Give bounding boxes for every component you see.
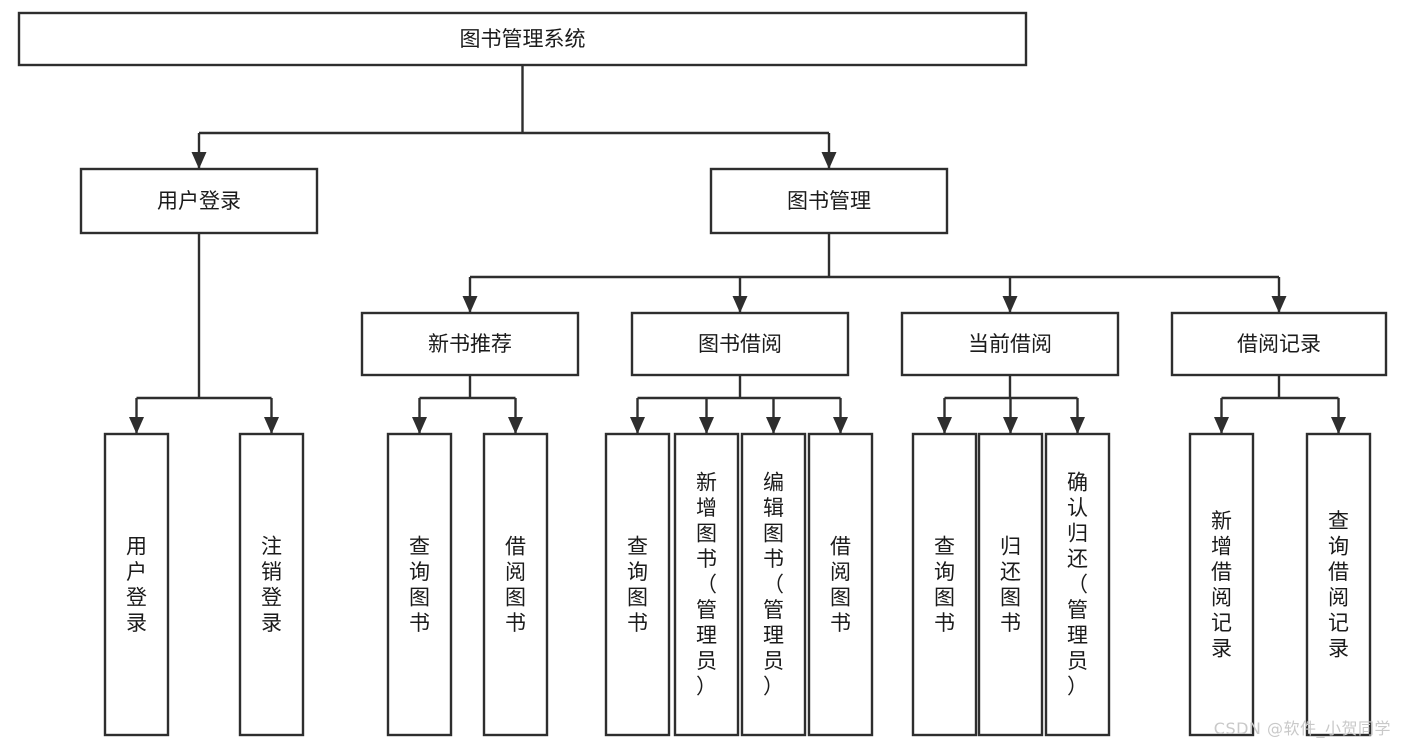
node-label: 注销登录 bbox=[261, 534, 282, 635]
node-book-borrow[interactable]: 图书借阅 bbox=[630, 311, 850, 377]
edge-group-book-manage bbox=[462, 233, 1287, 313]
node-user-login[interactable]: 用户登录 bbox=[79, 167, 319, 235]
node-leaf-return-book[interactable]: 归还图书 bbox=[977, 432, 1044, 737]
edge-group-book-borrow bbox=[630, 375, 848, 434]
node-box bbox=[740, 432, 807, 737]
arrow-head-icon bbox=[1003, 417, 1018, 434]
arrow-head-icon bbox=[821, 152, 837, 169]
node-box bbox=[977, 432, 1044, 737]
arrow-head-icon bbox=[1214, 417, 1229, 434]
node-root[interactable]: 图书管理系统 bbox=[17, 11, 1028, 67]
node-label: 借阅图书 bbox=[505, 534, 526, 635]
node-box bbox=[900, 311, 1120, 377]
node-label: 图书借阅 bbox=[698, 332, 782, 356]
node-leaf-user-login[interactable]: 用户登录 bbox=[103, 432, 170, 737]
arrow-head-icon bbox=[191, 152, 207, 169]
node-box bbox=[807, 432, 874, 737]
node-current-borrow[interactable]: 当前借阅 bbox=[900, 311, 1120, 377]
node-box bbox=[1170, 311, 1388, 377]
edge-group-new-book-recommend bbox=[412, 375, 523, 434]
node-label: 新增借阅记录 bbox=[1211, 509, 1232, 661]
node-label: 编辑图书（管理员） bbox=[763, 471, 784, 699]
node-label: 查询图书 bbox=[934, 534, 955, 635]
node-box bbox=[709, 167, 949, 235]
connector-layer bbox=[129, 65, 1346, 434]
node-box bbox=[1044, 432, 1111, 737]
node-borrow-record[interactable]: 借阅记录 bbox=[1170, 311, 1388, 377]
node-new-book-recommend[interactable]: 新书推荐 bbox=[360, 311, 580, 377]
edge-group-current-borrow bbox=[937, 375, 1085, 434]
arrow-head-icon bbox=[833, 417, 848, 434]
node-leaf-confirm-return[interactable]: 确认归还（管理员） bbox=[1044, 432, 1111, 737]
arrow-head-icon bbox=[630, 417, 645, 434]
node-label: 借阅图书 bbox=[830, 534, 851, 635]
edge-group-borrow-record bbox=[1214, 375, 1346, 434]
node-box bbox=[1305, 432, 1372, 737]
node-label: 用户登录 bbox=[126, 534, 147, 635]
node-label: 新书推荐 bbox=[428, 332, 512, 356]
arrow-head-icon bbox=[937, 417, 952, 434]
node-label: 确认归还（管理员） bbox=[1067, 471, 1088, 699]
arrow-head-icon bbox=[699, 417, 714, 434]
arrow-head-icon bbox=[732, 296, 748, 313]
node-layer: 图书管理系统用户登录图书管理新书推荐图书借阅当前借阅借阅记录用户登录注销登录查询… bbox=[17, 11, 1388, 737]
node-leaf-query-book-3[interactable]: 查询图书 bbox=[911, 432, 978, 737]
node-label: 新增图书（管理员） bbox=[696, 471, 717, 699]
node-box bbox=[79, 167, 319, 235]
node-box bbox=[482, 432, 549, 737]
node-box bbox=[630, 311, 850, 377]
node-label: 借阅记录 bbox=[1237, 332, 1321, 356]
arrow-head-icon bbox=[462, 296, 478, 313]
node-box bbox=[386, 432, 453, 737]
arrow-head-icon bbox=[1331, 417, 1346, 434]
node-box bbox=[1188, 432, 1255, 737]
arrow-head-icon bbox=[264, 417, 279, 434]
node-leaf-query-book-1[interactable]: 查询图书 bbox=[386, 432, 453, 737]
arrow-head-icon bbox=[1271, 296, 1287, 313]
arrow-head-icon bbox=[508, 417, 523, 434]
arrow-head-icon bbox=[129, 417, 144, 434]
node-label: 图书管理系统 bbox=[460, 27, 586, 51]
node-box bbox=[360, 311, 580, 377]
node-leaf-borrow-book-1[interactable]: 借阅图书 bbox=[482, 432, 549, 737]
node-box bbox=[604, 432, 671, 737]
node-label: 当前借阅 bbox=[968, 332, 1052, 356]
node-box bbox=[103, 432, 170, 737]
arrow-head-icon bbox=[1002, 296, 1018, 313]
node-label: 查询图书 bbox=[409, 534, 430, 635]
node-box bbox=[911, 432, 978, 737]
node-leaf-query-record[interactable]: 查询借阅记录 bbox=[1305, 432, 1372, 737]
node-leaf-borrow-book-2[interactable]: 借阅图书 bbox=[807, 432, 874, 737]
node-box bbox=[17, 11, 1028, 67]
node-book-manage[interactable]: 图书管理 bbox=[709, 167, 949, 235]
node-box bbox=[673, 432, 740, 737]
node-leaf-edit-book[interactable]: 编辑图书（管理员） bbox=[740, 432, 807, 737]
node-label: 查询借阅记录 bbox=[1328, 509, 1349, 661]
edge-group-root bbox=[191, 65, 837, 169]
node-label: 用户登录 bbox=[157, 189, 241, 213]
node-label: 图书管理 bbox=[787, 189, 871, 213]
node-label: 归还图书 bbox=[1000, 534, 1021, 635]
node-leaf-add-book[interactable]: 新增图书（管理员） bbox=[673, 432, 740, 737]
arrow-head-icon bbox=[1070, 417, 1085, 434]
node-label: 查询图书 bbox=[627, 534, 648, 635]
node-leaf-query-book-2[interactable]: 查询图书 bbox=[604, 432, 671, 737]
node-leaf-add-record[interactable]: 新增借阅记录 bbox=[1188, 432, 1255, 737]
arrow-head-icon bbox=[412, 417, 427, 434]
edge-group-user-login bbox=[129, 233, 279, 434]
arrow-head-icon bbox=[766, 417, 781, 434]
node-box bbox=[238, 432, 305, 737]
node-leaf-logout[interactable]: 注销登录 bbox=[238, 432, 305, 737]
